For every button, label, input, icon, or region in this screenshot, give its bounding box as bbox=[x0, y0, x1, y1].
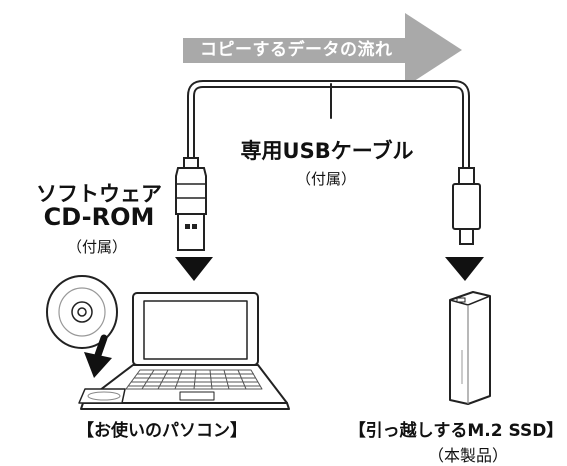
usb-cable bbox=[187, 80, 470, 172]
software-label: ソフトウェア bbox=[36, 182, 162, 206]
software-included-note: （付属） bbox=[66, 238, 127, 256]
ssd-product-note: （本製品） bbox=[427, 446, 508, 465]
cd-rom-label: CD-ROM bbox=[43, 203, 155, 231]
data-flow-banner-arrow bbox=[183, 13, 462, 87]
insert-arrow-icon bbox=[84, 334, 112, 378]
usb-a-plug-icon bbox=[175, 157, 207, 251]
ssd-label: 【引っ越しするM.2 SSD】 bbox=[348, 421, 564, 441]
down-arrow-icon bbox=[445, 257, 484, 281]
ssd-enclosure-icon bbox=[449, 291, 491, 405]
data-flow-banner-label: コピーするデータの流れ bbox=[200, 40, 393, 60]
pc-label: 【お使いのパソコン】 bbox=[77, 421, 247, 441]
cable-name-label: 専用USBケーブル bbox=[240, 139, 414, 163]
cd-rom-disc-icon bbox=[46, 275, 118, 349]
laptop-icon bbox=[78, 292, 290, 410]
down-arrow-icon bbox=[175, 257, 213, 281]
usb-c-plug-icon bbox=[452, 167, 481, 245]
cable-included-note: （付属） bbox=[295, 170, 356, 188]
